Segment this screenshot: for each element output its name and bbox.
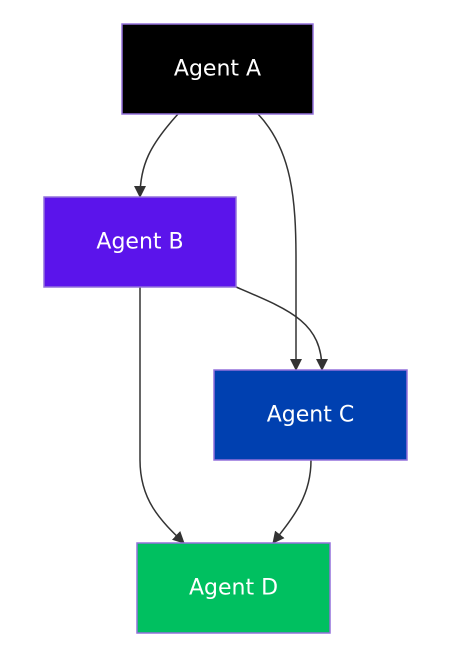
edge-a-to-c [257,113,302,371]
node-a-label: Agent A [174,57,261,82]
node-d-label: Agent D [189,576,278,601]
node-agent-c[interactable]: Agent C [213,369,408,461]
node-agent-a[interactable]: Agent A [121,23,314,115]
node-b-box [43,196,237,288]
node-c-box [213,369,408,461]
node-agent-d[interactable]: Agent D [136,542,331,634]
edge-b-to-d [139,287,185,544]
edge-b-to-c [235,286,328,371]
node-a-box [121,23,314,115]
node-c-label: Agent C [267,403,354,428]
node-d-box [136,542,331,634]
edges [134,113,328,544]
node-b-label: Agent B [96,230,183,255]
node-agent-b[interactable]: Agent B [43,196,237,288]
edge-c-to-d [272,459,312,544]
edge-a-to-b [134,113,179,198]
